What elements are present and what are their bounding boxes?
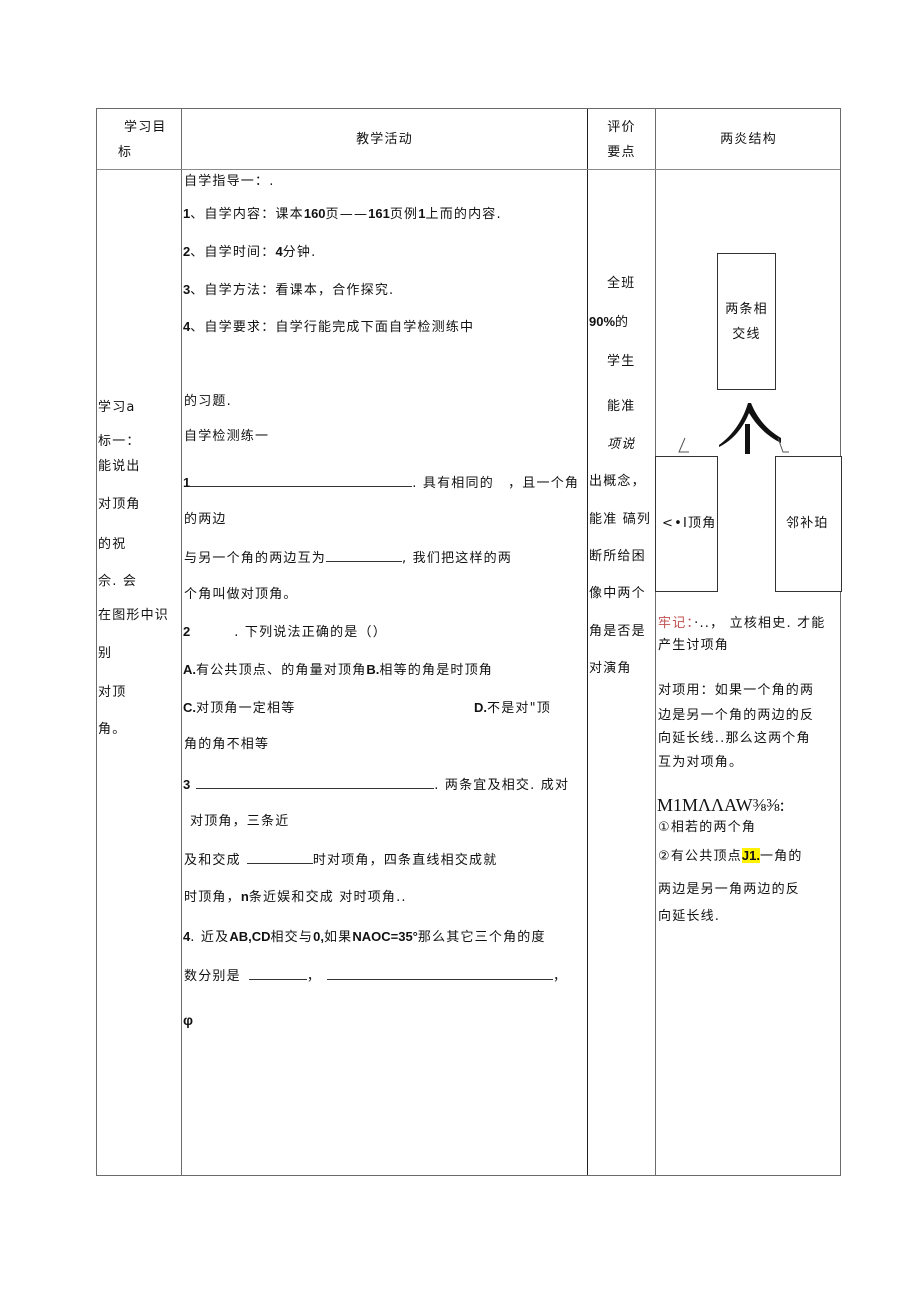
header-evaluation-line1: 评价 [607,120,636,135]
guide-item-3: 3、自学方法：看课本，合作探究. [183,282,395,298]
feature-2: ②有公共顶点J1.一角的 [658,848,803,864]
header-evaluation-line2: 要点 [607,145,636,160]
column-divider [587,109,588,1175]
feature-1: ①相若的两个角 [658,820,757,835]
concept-box-supplementary-angles: 邻补珀 [775,456,842,592]
lesson-plan-table [96,108,841,1176]
remember-note-line2: 产生讨项角 [658,638,730,653]
definition-line: 向延长线..那么这两个角 [658,731,811,746]
objective-line: 能说出 [98,459,141,474]
question-2-option-c: C.对顶角一定相等 [183,700,296,716]
answer-blank[interactable] [190,474,413,487]
right-branch-tick-icon [777,437,789,453]
question-3: 3. 两条宜及相交. 成对 [183,776,570,793]
branch-arrow-icon [719,403,781,454]
objective-line: 佘. 会 [98,574,138,589]
evaluation-line: 能准 [607,399,636,414]
objective-line: 对顶角 [98,497,141,512]
header-activity: 教学活动 [356,132,413,147]
phi-symbol: φ [183,1012,194,1028]
question-2: 2. 下列说法正确的是（） [183,624,387,640]
evaluation-line: 能准 碻列 [589,512,652,527]
answer-blank[interactable] [246,851,313,864]
question-4: 4. 近及AB,CD相交与0,如果NAOC=35°那么其它三个角的度 [183,929,546,945]
evaluation-line: 对演角 [589,661,632,676]
objective-line: 角。 [98,722,127,737]
column-divider [655,109,656,1175]
question-1: 1. 具有相同的 ，且一个角 [183,474,580,491]
question-3-line3: 及和交成时对项角，四条直线相交成就 [184,851,498,868]
question-1-line3: 与另一个角的两边互为, 我们把这样的两 [184,549,513,566]
definition-line: 互为对项角。 [658,755,744,770]
header-divider [97,169,840,170]
question-1-line4: 个角叫做对顶角。 [184,587,298,602]
objective-line: 在图形中识 [98,608,170,623]
evaluation-line: 项说 [607,437,636,452]
left-branch-tick-icon [678,437,689,453]
definition-line: 对项用：如果一个角的两 [658,683,815,698]
feature-2-line3: 向延长线. [658,909,721,924]
question-3-line4: 时顶角，n条近娱和交成 对时项角.. [184,889,407,905]
header-objective-line1: 学习目 [124,120,167,135]
question-1-line2: 的两边 [184,512,227,527]
answer-blank[interactable] [326,549,403,562]
objective-line: 对顶 [98,685,127,700]
column-divider [181,109,182,1175]
evaluation-line: 角是否是 [589,624,646,639]
question-2-option-d-cont: 角的角不相等 [184,737,270,752]
concept-box-intersecting-lines: 两条相 交线 [717,253,776,390]
answer-blank[interactable] [248,967,307,980]
test-title: 自学检测练一 [184,429,270,444]
objective-line: 别 [98,646,113,661]
guide-item-2: 2、自学时间：4分钟. [183,244,317,260]
objective-line: 学习a [98,400,136,415]
objective-line: 的祝 [98,537,127,552]
evaluation-line: 像中两个 [589,586,646,601]
answer-blank[interactable] [196,776,435,789]
feature-2-line2: 两边是另一角两边的反 [658,882,801,897]
question-3-line2: 对顶角，三条近 [190,814,290,829]
evaluation-line: 90%的 [589,314,630,330]
header-objective-line2: 标 [118,145,133,160]
guide-item-4: 4、自学要求：自学行能完成下面自学检测练中 [183,319,475,335]
guide-title: 自学指导一：. [184,174,275,189]
remember-note: 牢记：·..， 立核相史. 才能 [658,616,826,631]
guide-item-1: 1、自学内容：课本160页——161页例1上而的内容. [183,206,502,222]
concept-box-vertical-angles: <•I顶角 [655,456,718,592]
answer-blank[interactable] [327,967,554,980]
question-4-line2: 数分别是，， [184,967,568,984]
evaluation-line: 出概念， [589,474,646,489]
question-2-options-ab: A.有公共顶点、的角量对顶角B.相等的角是时顶角 [183,662,494,678]
evaluation-line: 学生 [607,354,636,369]
objective-line: 标一： [98,434,141,449]
evaluation-line: 全班 [607,276,636,291]
feature-heading: M1MΛΛAW⅜⅜: [657,795,785,815]
guide-item-4-cont: 的习题. [184,394,232,409]
definition-line: 边是另一个角的两边的反 [658,708,815,723]
question-2-option-d: D.不是对"顶 [474,700,551,716]
evaluation-line: 断所给困 [589,549,646,564]
header-structure: 两炎结构 [720,132,777,147]
